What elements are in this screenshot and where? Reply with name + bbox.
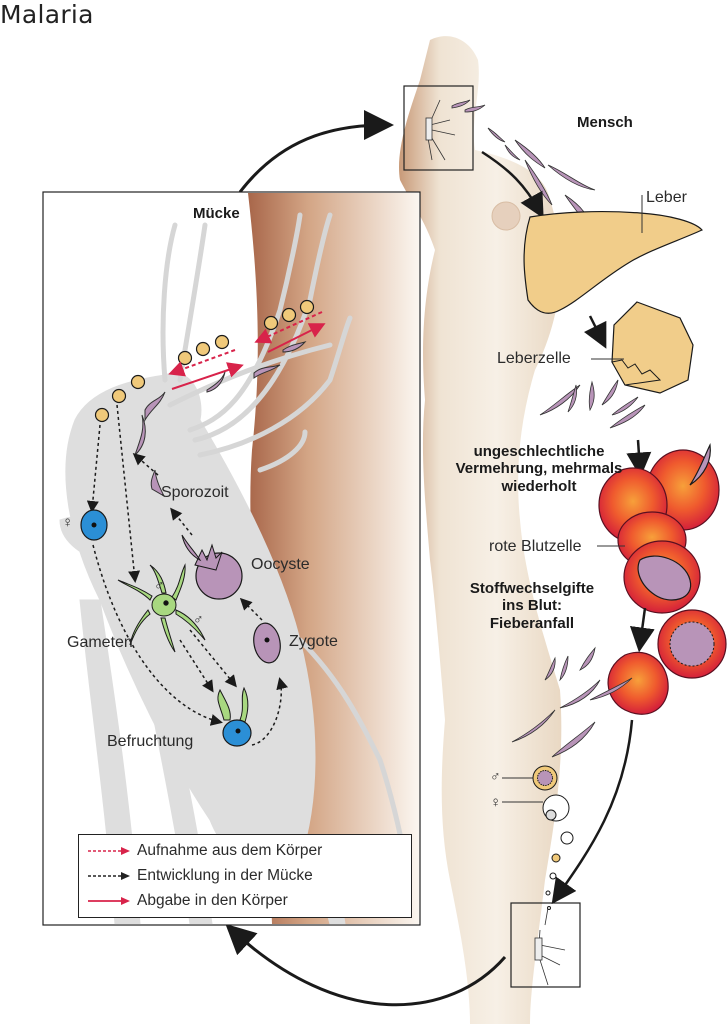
release-arrow-1 [171, 362, 244, 390]
red-blood-cells [598, 442, 720, 614]
rupturing-cell [511, 646, 669, 758]
bite-inset-top [403, 85, 474, 171]
merozoites-liver [539, 379, 646, 429]
dev-arrow-f-fert [92, 544, 223, 726]
legend-item-release: Abgabe in den Körper [87, 890, 288, 912]
label-toxins: Stoffwechselgifte ins Blut: Fieberanfall [469, 580, 595, 632]
human-heading: Mensch [577, 114, 633, 131]
gametocyte-female [502, 794, 570, 822]
mosquito-icon-top [425, 99, 456, 161]
arrow-to-gametocytes [551, 719, 634, 905]
dashed-red-arrow-icon [88, 847, 130, 855]
solid-red-arrow-icon [88, 897, 130, 905]
label-liver: Leber [646, 189, 687, 206]
male-symbol-human: ♂ [490, 768, 501, 784]
label-liver-cell: Leberzelle [497, 350, 571, 367]
arrow-to-liver [481, 150, 544, 219]
mosquito-heading: Mücke [193, 205, 240, 222]
label-red-blood-cell: rote Blutzelle [489, 538, 582, 555]
liver [523, 211, 703, 314]
arrow-to-human [238, 110, 394, 193]
female-symbol-human: ♀ [490, 794, 502, 811]
label-gametes: Gameten [67, 634, 133, 651]
male-symbol-2: ♂ [193, 611, 204, 627]
arrow-to-blood [626, 439, 652, 478]
legend-label: Abgabe in den Körper [137, 892, 288, 909]
dev-arrow-male [116, 404, 141, 583]
legend-label: Entwicklung in der Mücke [137, 867, 313, 884]
sporozoites-human [451, 99, 596, 239]
legend-label: Aufnahme aus dem Körper [137, 842, 323, 859]
release-arrow-2 [267, 323, 326, 353]
female-symbol: ♀ [62, 514, 74, 531]
diagram-title: Malaria [0, 0, 94, 29]
dev-arrow-zyg-oo [239, 597, 263, 621]
legend: Aufnahme aus dem Körper Entwicklung in d… [78, 834, 412, 918]
label-asexual-reproduction: ungeschlechtliche Vermehrung, mehrmals w… [455, 443, 623, 495]
arrow-to-rupture [629, 607, 655, 653]
dev-arrow-spor-up [132, 453, 159, 476]
label-zygote: Zygote [289, 633, 338, 650]
fertilization-cell [217, 686, 252, 747]
zygote [253, 622, 281, 664]
legend-item-uptake: Aufnahme aus dem Körper [87, 840, 322, 862]
label-fertilization: Befruchtung [107, 733, 194, 750]
small-gametocytes [545, 831, 574, 910]
male-gamete [117, 563, 206, 653]
oocyst [181, 534, 243, 600]
male-symbol-1: ♂ [154, 577, 165, 593]
bite-inset-bottom [510, 902, 581, 988]
uptake-arrow-2 [254, 311, 323, 344]
arrow-to-mosquito [225, 923, 507, 1007]
dev-arrow-fert-zyg [251, 677, 288, 746]
legend-item-development: Entwicklung in der Mücke [87, 865, 313, 887]
gametocytes [94, 299, 315, 423]
dev-arrow-g1 [179, 639, 214, 693]
dev-arrow-oo-spor [170, 507, 193, 536]
arrow-to-liver-cell [583, 315, 607, 349]
breast [491, 201, 521, 231]
gametocyte-male [502, 765, 558, 791]
dev-arrow-female [86, 424, 101, 513]
mosquito-icon-bottom [534, 907, 566, 986]
schizont-cell [657, 609, 727, 679]
label-oocyst: Oocyste [251, 556, 310, 573]
sporozoites-mosquito [133, 341, 307, 498]
human-body [399, 36, 562, 1024]
dashed-black-arrow-icon [88, 872, 130, 880]
female-gametocyte [80, 509, 108, 541]
label-sporozoite: Sporozoit [161, 484, 229, 501]
